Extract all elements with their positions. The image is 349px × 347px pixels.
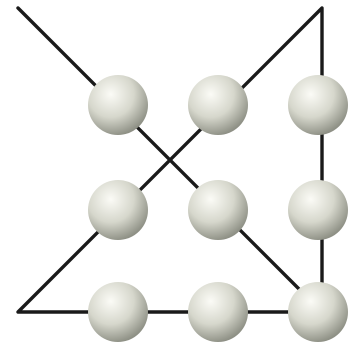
sphere-icon xyxy=(288,282,348,342)
sphere-grid xyxy=(88,75,348,342)
sphere-icon xyxy=(288,75,348,135)
sphere-icon xyxy=(188,75,248,135)
sphere-icon xyxy=(188,180,248,240)
sphere-icon xyxy=(88,75,148,135)
sphere-icon xyxy=(88,180,148,240)
sphere-icon xyxy=(188,282,248,342)
sphere-icon xyxy=(88,282,148,342)
sphere-icon xyxy=(288,180,348,240)
